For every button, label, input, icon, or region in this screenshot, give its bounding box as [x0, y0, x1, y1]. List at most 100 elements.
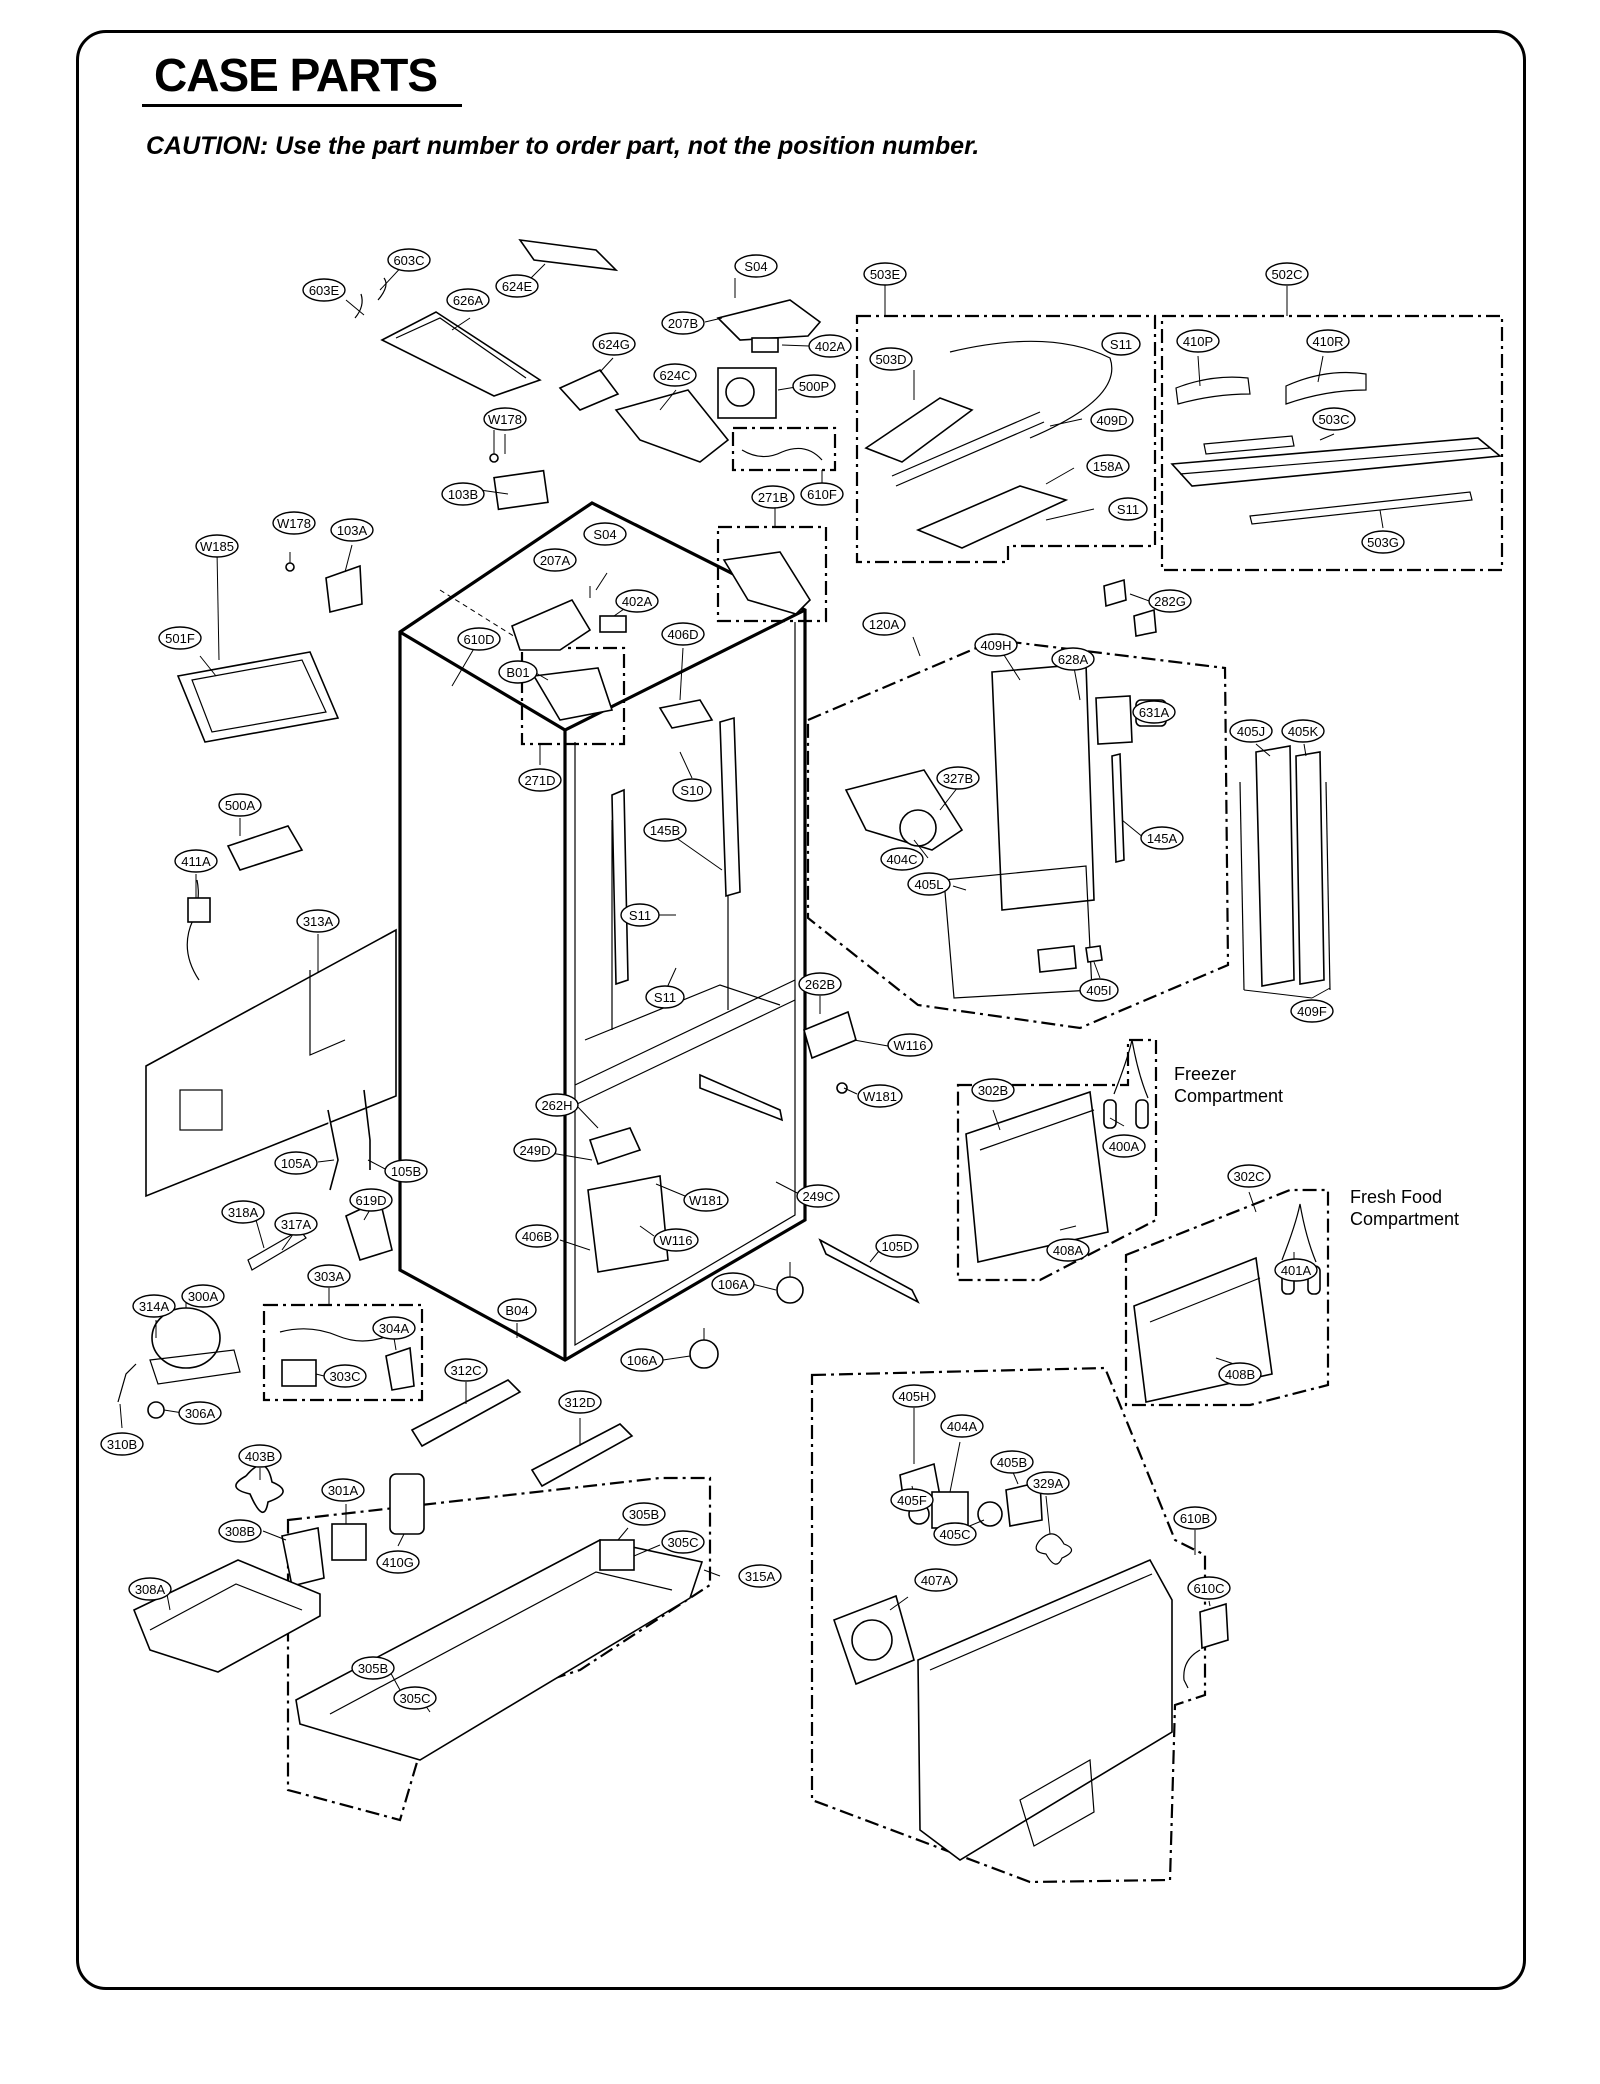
callout-W116-lower: W116: [653, 1228, 699, 1252]
svg-text:W185: W185: [200, 539, 234, 554]
svg-text:502C: 502C: [1271, 267, 1302, 282]
callout-312D: 312D: [558, 1390, 602, 1414]
svg-text:282G: 282G: [1154, 594, 1186, 609]
svg-text:S04: S04: [593, 527, 616, 542]
callout-305C-lower: 305C: [393, 1686, 437, 1710]
svg-text:S11: S11: [654, 990, 676, 1005]
svg-text:300A: 300A: [188, 1289, 219, 1304]
callout-S11-503E-bottom: S11: [1108, 497, 1148, 521]
svg-text:105A: 105A: [281, 1156, 312, 1171]
callout-313A: 313A: [296, 909, 340, 933]
svg-text:W116: W116: [660, 1233, 693, 1248]
callout-145A: 145A: [1140, 826, 1184, 850]
svg-text:402A: 402A: [815, 339, 846, 354]
svg-text:103B: 103B: [448, 487, 478, 502]
callout-402A-mid: 402A: [615, 589, 659, 613]
svg-text:207A: 207A: [540, 553, 571, 568]
svg-text:271B: 271B: [758, 490, 788, 505]
svg-text:404C: 404C: [886, 852, 917, 867]
callout-401A: 401A: [1274, 1258, 1318, 1282]
svg-text:407A: 407A: [921, 1573, 952, 1588]
callout-262H: 262H: [535, 1093, 579, 1117]
callout-B01: B01: [498, 660, 538, 684]
callout-404C: 404C: [880, 847, 924, 871]
svg-text:628A: 628A: [1058, 652, 1089, 667]
svg-text:503G: 503G: [1367, 535, 1399, 550]
callout-631A: 631A: [1132, 700, 1176, 724]
svg-text:310B: 310B: [107, 1437, 137, 1452]
svg-text:W178: W178: [488, 412, 522, 427]
part-callouts: 603C 603E 624E 626A 624G 624C W178 103B …: [100, 248, 1405, 1710]
callout-249C: 249C: [796, 1184, 840, 1208]
callout-303C: 303C: [323, 1364, 367, 1388]
svg-text:501F: 501F: [165, 631, 195, 646]
svg-text:403B: 403B: [245, 1449, 275, 1464]
fresh-food-label-line2: Compartment: [1350, 1209, 1459, 1229]
callout-503E: 503E: [863, 262, 907, 286]
svg-text:610B: 610B: [1180, 1511, 1210, 1526]
svg-text:W178: W178: [277, 516, 311, 531]
svg-text:408A: 408A: [1053, 1243, 1084, 1258]
part-shapes: [117, 238, 1503, 1861]
svg-text:400A: 400A: [1109, 1139, 1140, 1154]
callout-300A: 300A: [181, 1284, 225, 1308]
svg-text:S11: S11: [1110, 337, 1132, 352]
svg-text:105D: 105D: [881, 1239, 912, 1254]
group-box-503E: [855, 314, 1157, 564]
callout-610B: 610B: [1173, 1506, 1217, 1530]
svg-text:262H: 262H: [541, 1098, 572, 1113]
callout-262B: 262B: [798, 972, 842, 996]
callout-404A: 404A: [940, 1414, 984, 1438]
freezer-label-line2: Compartment: [1174, 1086, 1283, 1106]
svg-text:401A: 401A: [1281, 1263, 1312, 1278]
callout-406D: 406D: [661, 622, 705, 646]
callout-308A: 308A: [128, 1577, 172, 1601]
callout-158A: 158A: [1086, 454, 1130, 478]
callout-409D: 409D: [1090, 408, 1134, 432]
callout-W181-lower: W181: [683, 1188, 729, 1212]
page-title: CASE PARTS: [154, 49, 438, 101]
svg-text:302B: 302B: [978, 1083, 1008, 1098]
callout-302B: 302B: [971, 1078, 1015, 1102]
svg-text:S04: S04: [744, 259, 767, 274]
group-box-271D: [520, 646, 626, 746]
svg-text:315A: 315A: [745, 1569, 776, 1584]
callout-624C: 624C: [653, 363, 697, 387]
callout-500A: 500A: [218, 793, 262, 817]
svg-text:410R: 410R: [1312, 334, 1343, 349]
svg-text:301A: 301A: [328, 1483, 359, 1498]
callout-W181-right: W181: [857, 1084, 903, 1108]
svg-text:305B: 305B: [358, 1661, 388, 1676]
svg-text:302C: 302C: [1233, 1169, 1264, 1184]
svg-text:120A: 120A: [869, 617, 900, 632]
callout-405J: 405J: [1229, 719, 1273, 743]
svg-text:314A: 314A: [139, 1299, 170, 1314]
callout-W116-right: W116: [887, 1033, 933, 1057]
svg-text:S11: S11: [1117, 502, 1139, 517]
svg-text:145A: 145A: [1147, 831, 1178, 846]
callout-402A-top: 402A: [808, 334, 852, 358]
svg-text:631A: 631A: [1139, 705, 1170, 720]
svg-text:S11: S11: [629, 908, 651, 923]
callout-W178-left: W178: [272, 511, 316, 535]
callout-145B: 145B: [643, 818, 687, 842]
callout-626A: 626A: [446, 288, 490, 312]
callout-405F: 405F: [890, 1488, 934, 1512]
svg-text:305B: 305B: [629, 1507, 659, 1522]
svg-text:329A: 329A: [1033, 1476, 1064, 1491]
callout-500P: 500P: [792, 374, 836, 398]
callout-409H: 409H: [974, 633, 1018, 657]
callout-503G: 503G: [1361, 530, 1405, 554]
callout-103A: 103A: [330, 518, 374, 542]
svg-text:410G: 410G: [382, 1555, 414, 1570]
svg-text:W116: W116: [894, 1038, 927, 1053]
svg-text:405I: 405I: [1086, 983, 1111, 998]
fresh-food-label-line1: Fresh Food: [1350, 1187, 1442, 1207]
callout-405L: 405L: [907, 872, 951, 896]
svg-text:308A: 308A: [135, 1582, 166, 1597]
svg-text:271D: 271D: [524, 773, 555, 788]
svg-text:603E: 603E: [309, 283, 340, 298]
svg-text:503C: 503C: [1318, 412, 1349, 427]
callout-S11-503E-top: S11: [1101, 332, 1141, 356]
svg-text:262B: 262B: [805, 977, 835, 992]
